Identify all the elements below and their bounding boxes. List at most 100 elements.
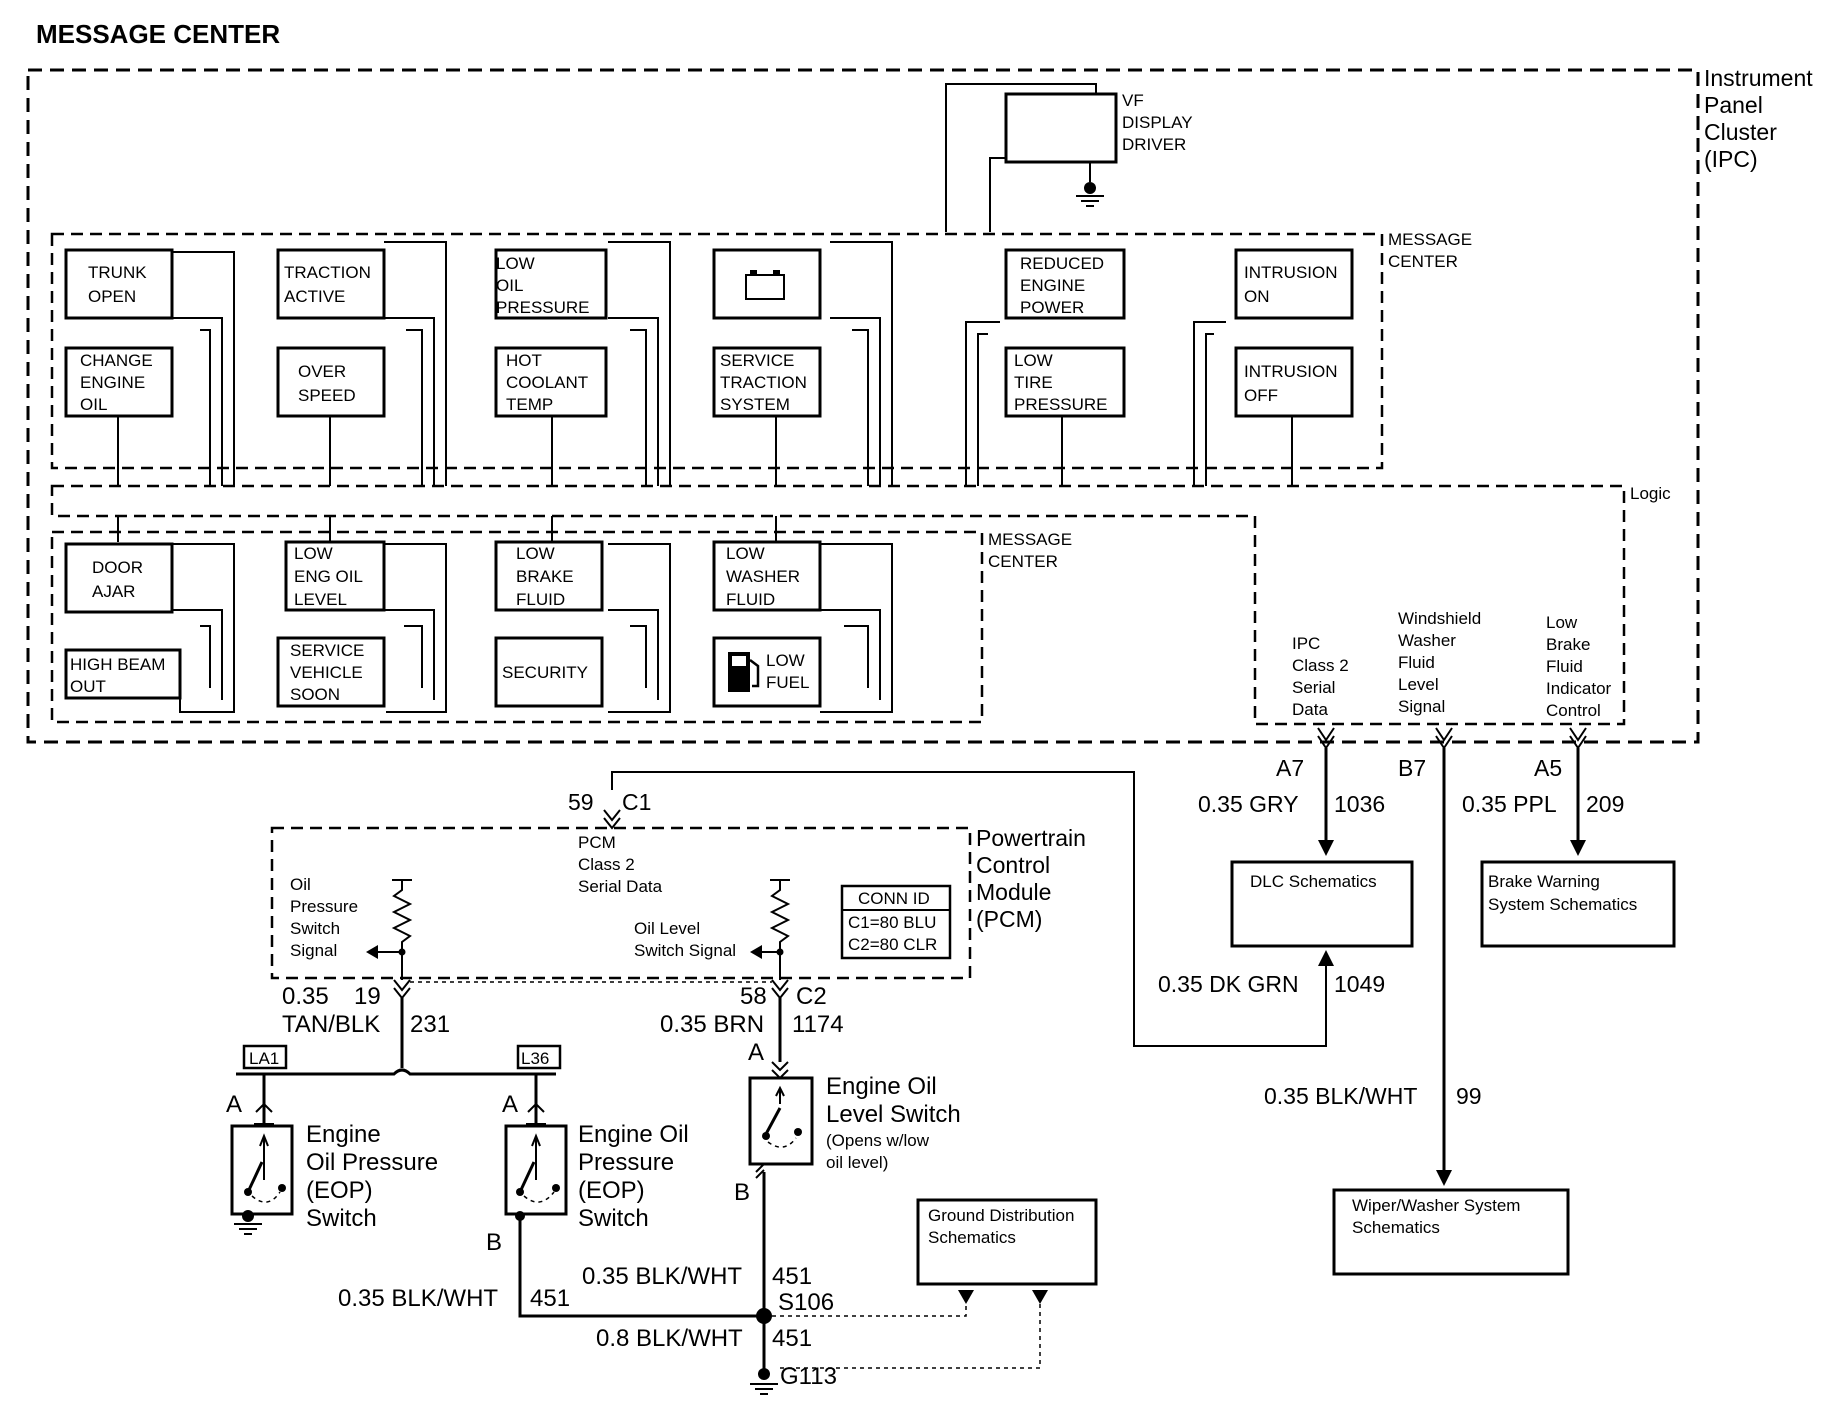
msg-hot-coolant-temp: HOT COOLANT TEMP xyxy=(494,346,608,418)
msg-service-traction-system: SERVICE TRACTION SYSTEM xyxy=(712,346,822,418)
msg-intrusion-off: INTRUSION OFF xyxy=(1234,346,1354,418)
svg-text:AJAR: AJAR xyxy=(92,582,135,601)
msg-intrusion-on: INTRUSION ON xyxy=(1234,248,1354,320)
svg-text:CONN ID: CONN ID xyxy=(858,889,930,908)
svg-text:CHANGE: CHANGE xyxy=(80,351,153,370)
svg-text:Fluid: Fluid xyxy=(1546,657,1583,676)
svg-text:Panel: Panel xyxy=(1704,92,1763,118)
svg-text:Windshield: Windshield xyxy=(1398,609,1481,628)
svg-text:OUT: OUT xyxy=(70,677,106,696)
msg-low-washer-fluid: LOW WASHER FLUID xyxy=(712,540,822,612)
svg-text:PCM: PCM xyxy=(578,833,616,852)
svg-text:TRACTION: TRACTION xyxy=(284,263,371,282)
svg-text:Switch: Switch xyxy=(290,919,340,938)
svg-text:LOW: LOW xyxy=(516,544,555,563)
msg-low-tire-pressure: LOW TIRE PRESSURE xyxy=(1004,346,1126,418)
svg-text:WASHER: WASHER xyxy=(726,567,800,586)
msg-service-vehicle-soon: SERVICE VEHICLE SOON xyxy=(276,636,386,708)
oil-level-switch: Engine Oil Level Switch (Opens w/low oil… xyxy=(582,1073,961,1372)
svg-text:PRESSURE: PRESSURE xyxy=(1014,395,1108,414)
svg-text:Low: Low xyxy=(1546,613,1578,632)
svg-text:58: 58 xyxy=(740,983,767,1010)
svg-text:IPC: IPC xyxy=(1292,634,1320,653)
pullup-resistor-left xyxy=(366,879,413,980)
svg-text:DLC Schematics: DLC Schematics xyxy=(1250,872,1377,891)
oil-pressure-wiring: 0.35 19 TAN/BLK 231 LA1 L36 xyxy=(236,979,772,1126)
svg-text:OVER: OVER xyxy=(298,362,346,381)
message-center-upper: MESSAGE CENTER xyxy=(50,230,1472,470)
svg-text:LOW: LOW xyxy=(294,544,333,563)
svg-text:0.35 BLK/WHT: 0.35 BLK/WHT xyxy=(338,1285,498,1312)
svg-text:LOW: LOW xyxy=(1014,351,1053,370)
msg-trunk-open: TRUNK OPEN xyxy=(64,248,174,320)
svg-text:Data: Data xyxy=(1292,700,1328,719)
svg-text:SOON: SOON xyxy=(290,685,340,704)
svg-text:HIGH BEAM: HIGH BEAM xyxy=(70,655,165,674)
eop-switch-right: A Engine Oil Pressure (EOP) Switch B 0.3… xyxy=(338,1091,762,1318)
svg-text:SPEED: SPEED xyxy=(298,386,356,405)
svg-text:MESSAGE: MESSAGE xyxy=(1388,230,1472,249)
svg-text:Fluid: Fluid xyxy=(1398,653,1435,672)
svg-text:SYSTEM: SYSTEM xyxy=(720,395,790,414)
pin-b7: B7 xyxy=(1398,755,1426,781)
dlc-schematics-box: DLC Schematics xyxy=(1230,860,1414,948)
svg-text:Class 2: Class 2 xyxy=(578,855,635,874)
ground-distribution-schematics-box: Ground Distribution Schematics xyxy=(916,1198,1098,1286)
svg-text:REDUCED: REDUCED xyxy=(1020,254,1104,273)
svg-text:Signal: Signal xyxy=(290,941,337,960)
svg-text:Level Switch: Level Switch xyxy=(826,1101,961,1128)
svg-text:DISPLAY: DISPLAY xyxy=(1122,113,1193,132)
svg-text:Cluster: Cluster xyxy=(1704,119,1777,145)
svg-text:TEMP: TEMP xyxy=(506,395,553,414)
svg-text:(EOP): (EOP) xyxy=(578,1177,645,1204)
svg-text:A: A xyxy=(226,1091,242,1118)
svg-text:451: 451 xyxy=(772,1263,812,1290)
svg-text:OFF: OFF xyxy=(1244,386,1278,405)
svg-text:0.35 GRY: 0.35 GRY xyxy=(1198,791,1299,817)
svg-text:OIL: OIL xyxy=(80,395,107,414)
svg-text:451: 451 xyxy=(772,1325,812,1352)
svg-text:LEVEL: LEVEL xyxy=(294,590,347,609)
msg-low-oil-pressure: LOW OIL PRESSURE xyxy=(494,248,608,320)
svg-text:0.35 BRN: 0.35 BRN xyxy=(660,1011,764,1038)
svg-text:Module: Module xyxy=(976,879,1051,905)
svg-text:1049: 1049 xyxy=(1334,971,1385,997)
svg-text:0.35: 0.35 xyxy=(282,983,329,1010)
svg-text:0.8 BLK/WHT: 0.8 BLK/WHT xyxy=(596,1325,743,1352)
oil-level-wiring: 58 C2 0.35 BRN 1174 A xyxy=(660,979,844,1080)
svg-text:Wiper/Washer System: Wiper/Washer System xyxy=(1352,1196,1520,1215)
msg-low-fuel: LOW FUEL xyxy=(712,636,822,708)
pin-a7: A7 xyxy=(1276,755,1304,781)
svg-text:POWER: POWER xyxy=(1020,298,1084,317)
lower-bus-wiring xyxy=(117,516,893,713)
svg-text:Engine: Engine xyxy=(306,1121,381,1148)
svg-text:SERVICE: SERVICE xyxy=(290,641,364,660)
svg-text:System Schematics: System Schematics xyxy=(1488,895,1637,914)
msg-security: SECURITY xyxy=(494,636,604,708)
svg-text:DRIVER: DRIVER xyxy=(1122,135,1186,154)
msg-low-eng-oil-level: LOW ENG OIL LEVEL xyxy=(284,540,386,612)
right-wiring: A7 B7 A5 0.35 GRY 1036 0.35 PPL 209 0.35… xyxy=(611,748,1624,1186)
svg-text:(EOP): (EOP) xyxy=(306,1177,373,1204)
svg-text:Signal: Signal xyxy=(1398,697,1445,716)
svg-text:Indicator: Indicator xyxy=(1546,679,1612,698)
svg-text:G113: G113 xyxy=(780,1363,837,1390)
svg-text:451: 451 xyxy=(530,1285,570,1312)
msg-traction-active: TRACTION ACTIVE xyxy=(276,248,386,320)
svg-text:19: 19 xyxy=(354,983,381,1010)
msg-over-speed: OVER SPEED xyxy=(276,346,386,418)
ipc-signal-labels: IPC Class 2 Serial Data Windshield Washe… xyxy=(1292,609,1612,720)
svg-text:Oil Pressure: Oil Pressure xyxy=(306,1149,438,1176)
svg-text:FUEL: FUEL xyxy=(766,673,809,692)
svg-text:B: B xyxy=(486,1229,502,1256)
svg-text:ENGINE: ENGINE xyxy=(1020,276,1085,295)
svg-text:TRACTION: TRACTION xyxy=(720,373,807,392)
svg-text:B: B xyxy=(734,1179,750,1206)
svg-text:VEHICLE: VEHICLE xyxy=(290,663,363,682)
svg-text:TIRE: TIRE xyxy=(1014,373,1053,392)
svg-text:Level: Level xyxy=(1398,675,1439,694)
svg-text:Switch: Switch xyxy=(578,1205,649,1232)
svg-text:LA1: LA1 xyxy=(249,1049,279,1068)
option-la1: LA1 xyxy=(242,1044,288,1070)
